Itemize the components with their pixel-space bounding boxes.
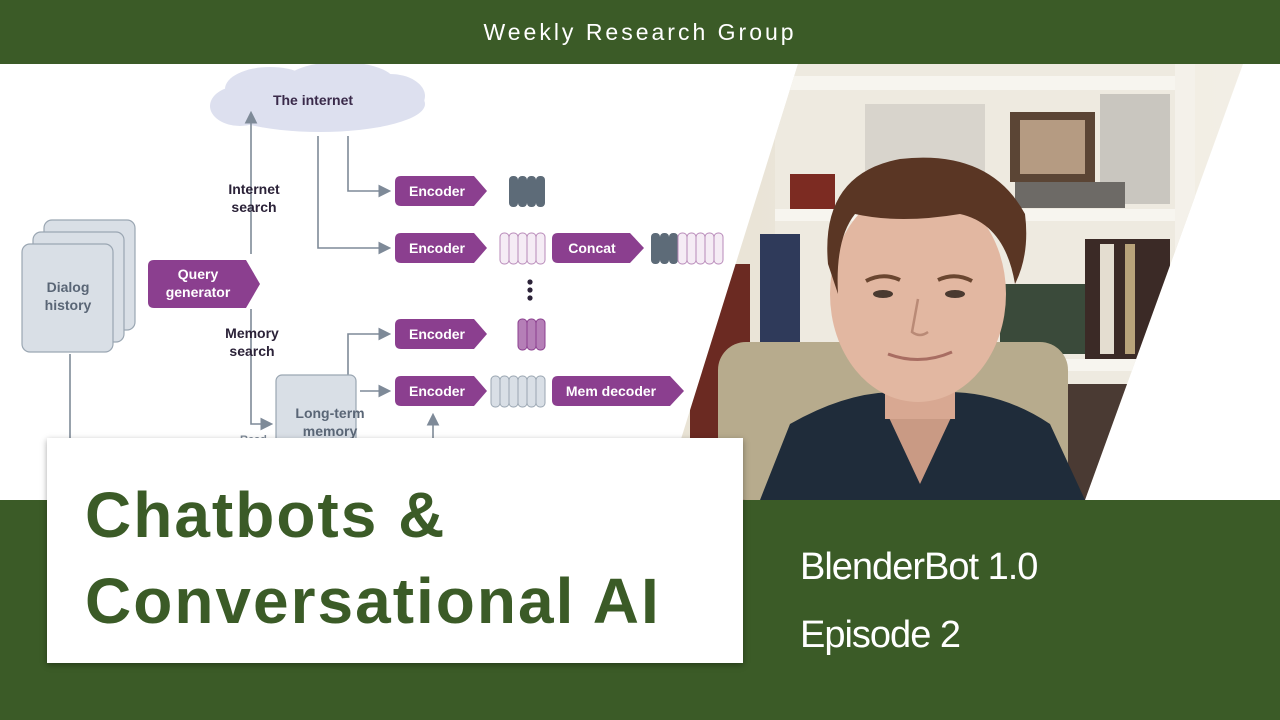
cloud-label: The internet: [273, 92, 353, 108]
memory-search-label-1: Memory: [225, 325, 279, 341]
title-line-2: Conversational AI: [85, 565, 661, 637]
encoder-label: Encoder: [409, 183, 466, 199]
memory-search-label-2: search: [229, 343, 274, 359]
mem-decoder-label: Mem decoder: [566, 383, 657, 399]
series-title: Weekly Research Group: [483, 19, 797, 45]
encoder-3: Encoder: [395, 319, 487, 349]
subtitle-episode: Episode 2: [800, 614, 961, 656]
vector-purple: [517, 318, 546, 351]
long-term-memory-box: Long-term memory: [275, 374, 365, 456]
internet-cloud: The internet: [210, 64, 425, 132]
header-bar: [0, 0, 1280, 64]
diagram-svg: The internet Internet search Memory sear…: [21, 64, 724, 500]
vector-gray: [490, 375, 546, 408]
internet-search-label-2: search: [231, 199, 276, 215]
subtitle-model: BlenderBot 1.0: [800, 546, 1038, 588]
query-generator-box: Query generator: [148, 260, 260, 308]
vector-concat-output: [651, 232, 724, 265]
encoder-1: Encoder: [395, 176, 487, 206]
dialog-history-label-1: Dialog: [47, 279, 90, 295]
mem-decoder-box: Mem decoder: [552, 376, 684, 406]
encoder-4: Encoder: [395, 376, 487, 406]
query-generator-label-2: generator: [166, 284, 231, 300]
concat-box: Concat: [552, 233, 644, 263]
dialog-history-box: Dialog history: [21, 219, 136, 353]
encoder-2: Encoder: [395, 233, 487, 263]
internet-search-label-1: Internet: [228, 181, 280, 197]
encoder-label: Encoder: [409, 326, 466, 342]
presenter-video: [0, 64, 1280, 500]
dialog-history-label-2: history: [45, 297, 92, 313]
query-generator-label-1: Query: [178, 266, 219, 282]
presenter-photo: [662, 64, 1243, 500]
ellipsis-dots: [527, 279, 533, 301]
vector-dark-1: [509, 176, 545, 207]
long-term-memory-label-2: memory: [303, 423, 358, 439]
encoder-label: Encoder: [409, 240, 466, 256]
encoder-label: Encoder: [409, 383, 466, 399]
long-term-memory-label-1: Long-term: [295, 405, 364, 421]
vector-pale-1: [499, 232, 546, 265]
concat-label: Concat: [568, 240, 616, 256]
architecture-diagram: The internet Internet search Memory sear…: [0, 64, 760, 500]
title-line-1: Chatbots &: [85, 479, 447, 551]
title-card: Chatbots & Conversational AI: [47, 438, 743, 663]
